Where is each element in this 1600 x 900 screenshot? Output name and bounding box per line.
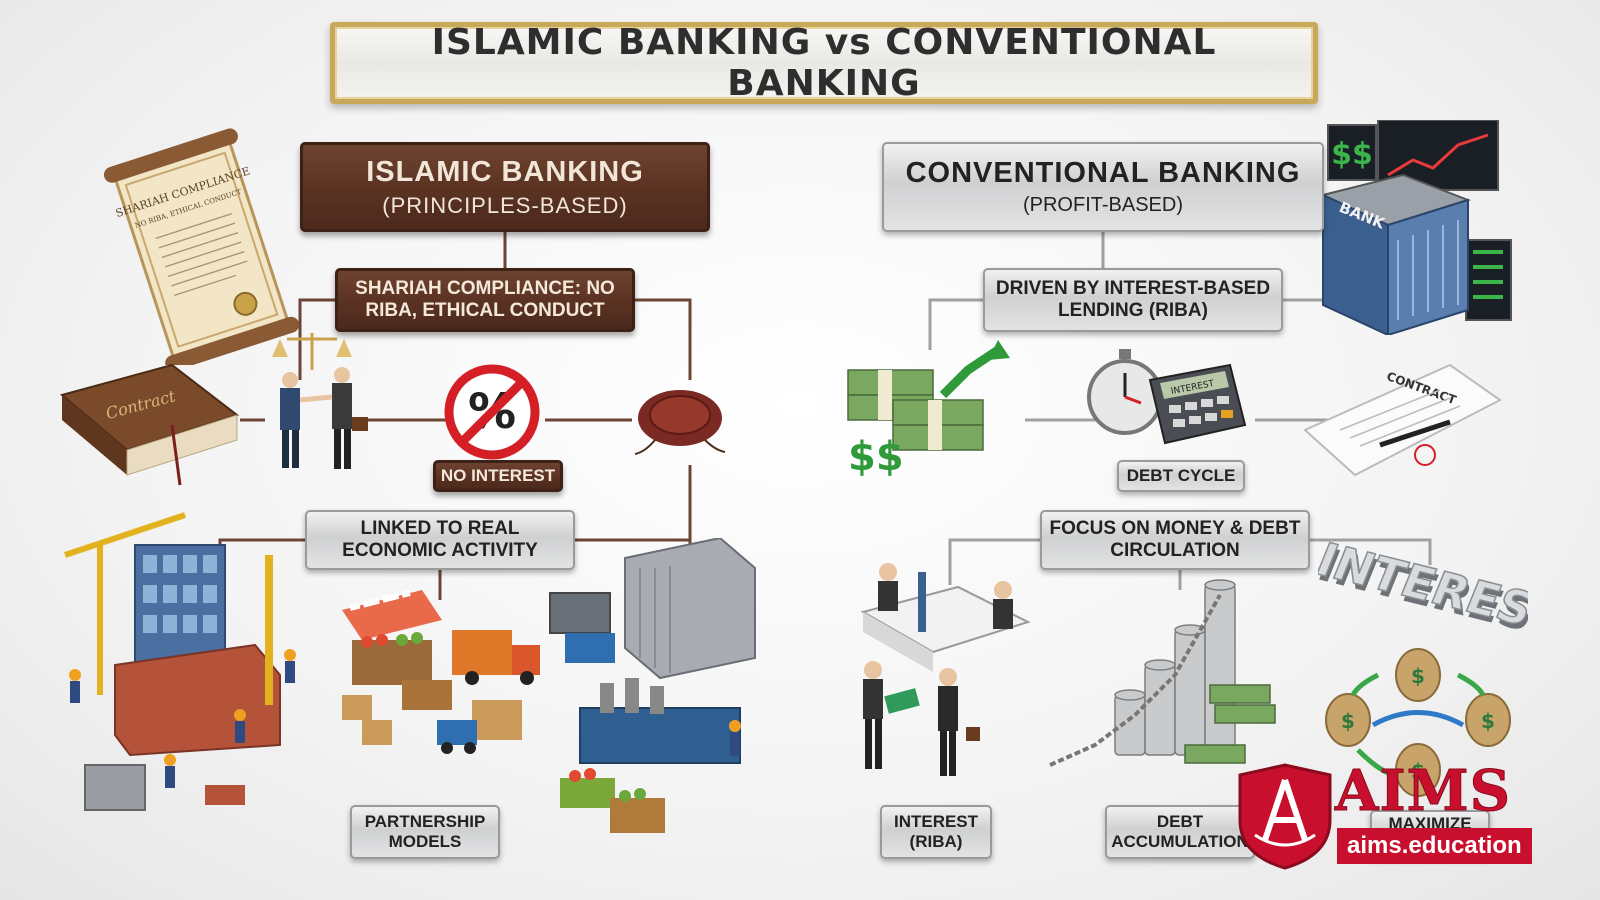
bank-office-icon <box>860 563 1031 776</box>
svg-text:$: $ <box>1411 759 1425 783</box>
interest-lending-text: DRIVEN BY INTEREST-BASED LENDING (RIBA) <box>995 278 1271 321</box>
screen-dollar-1: $$ <box>1331 137 1373 172</box>
aims-logo: AIMS aims.education <box>1225 758 1555 870</box>
interest-3d-sign: INTEREST INTEREST <box>1318 532 1528 649</box>
dollar-signs-text: $$ <box>848 434 904 480</box>
no-percent-icon: % <box>444 364 540 460</box>
page-title: ISLAMIC BANKING vs CONVENTIONAL BANKING <box>330 22 1318 104</box>
islamic-heading-text: ISLAMIC BANKING <box>366 155 644 188</box>
wax-seal-icon <box>634 390 726 455</box>
container-factory-icon <box>549 538 756 833</box>
interest-riba-text: INTEREST (RIBA) <box>893 812 979 851</box>
market-trade-icon <box>342 590 540 754</box>
debt-cycle-text: DEBT CYCLE <box>1126 466 1236 485</box>
real-economy-text: LINKED TO REAL ECONOMIC ACTIVITY <box>342 518 538 561</box>
stopwatch-calculator-icon: INTEREST <box>1087 349 1247 445</box>
money-bags-cycle-icon: $ $ $ $ <box>1325 648 1511 797</box>
partnership-models-label: PARTNERSHIP MODELS <box>350 805 500 859</box>
contract-paper-icon: CONTRACT <box>1303 363 1502 477</box>
money-circulation-text: FOCUS ON MONEY & DEBT CIRCULATION <box>1049 518 1301 561</box>
interest-sign-text: INTEREST <box>1318 533 1528 644</box>
aims-logo-text: AIMS <box>1334 758 1512 825</box>
svg-text:$: $ <box>1341 709 1355 733</box>
partnership-models-text: PARTNERSHIP MODELS <box>364 812 486 851</box>
title-text: ISLAMIC BANKING vs CONVENTIONAL BANKING <box>431 22 1217 104</box>
shariah-compliance-text: SHARIAH COMPLIANCE: NO RIBA, ETHICAL CON… <box>355 278 615 321</box>
contract-book-icon: Contract <box>59 363 240 486</box>
interest-lending-box: DRIVEN BY INTEREST-BASED LENDING (RIBA) <box>983 268 1283 332</box>
debt-accumulation-label: DEBT ACCUMULATION <box>1105 805 1255 859</box>
real-economy-box: LINKED TO REAL ECONOMIC ACTIVITY <box>305 510 575 570</box>
construction-scene-icon <box>64 512 296 811</box>
shariah-scroll-icon: SHARIAH COMPLIANCE NO RIBA, ETHICAL COND… <box>103 128 300 365</box>
handshake-scales-icon <box>272 333 368 469</box>
money-growth-icon: $$ <box>847 340 1010 480</box>
no-interest-label: NO INTEREST <box>433 460 563 492</box>
conventional-heading-text: CONVENTIONAL BANKING <box>905 157 1301 189</box>
coin-stacks-chain-icon <box>1049 579 1276 767</box>
debt-accumulation-text: DEBT ACCUMULATION <box>1111 812 1249 851</box>
interest-riba-label: INTEREST (RIBA) <box>880 805 992 859</box>
money-circulation-box: FOCUS ON MONEY & DEBT CIRCULATION <box>1040 510 1310 570</box>
no-interest-text: NO INTEREST <box>440 466 556 485</box>
debt-cycle-label: DEBT CYCLE <box>1117 460 1245 492</box>
aims-emblem-icon <box>1238 763 1332 870</box>
islamic-banking-heading: ISLAMIC BANKING (PRINCIPLES-BASED) <box>300 142 710 232</box>
islamic-subheading-text: (PRINCIPLES-BASED) <box>382 192 628 218</box>
shariah-compliance-box: SHARIAH COMPLIANCE: NO RIBA, ETHICAL CON… <box>335 268 635 332</box>
aims-url-text: aims.education <box>1337 828 1532 864</box>
bank-building-icon: $$ BANK <box>1320 120 1512 335</box>
conventional-subheading-text: (PROFIT-BASED) <box>1022 194 1183 216</box>
svg-text:$: $ <box>1481 709 1495 733</box>
svg-text:$: $ <box>1411 664 1425 688</box>
conventional-banking-heading: CONVENTIONAL BANKING (PROFIT-BASED) <box>882 142 1324 232</box>
